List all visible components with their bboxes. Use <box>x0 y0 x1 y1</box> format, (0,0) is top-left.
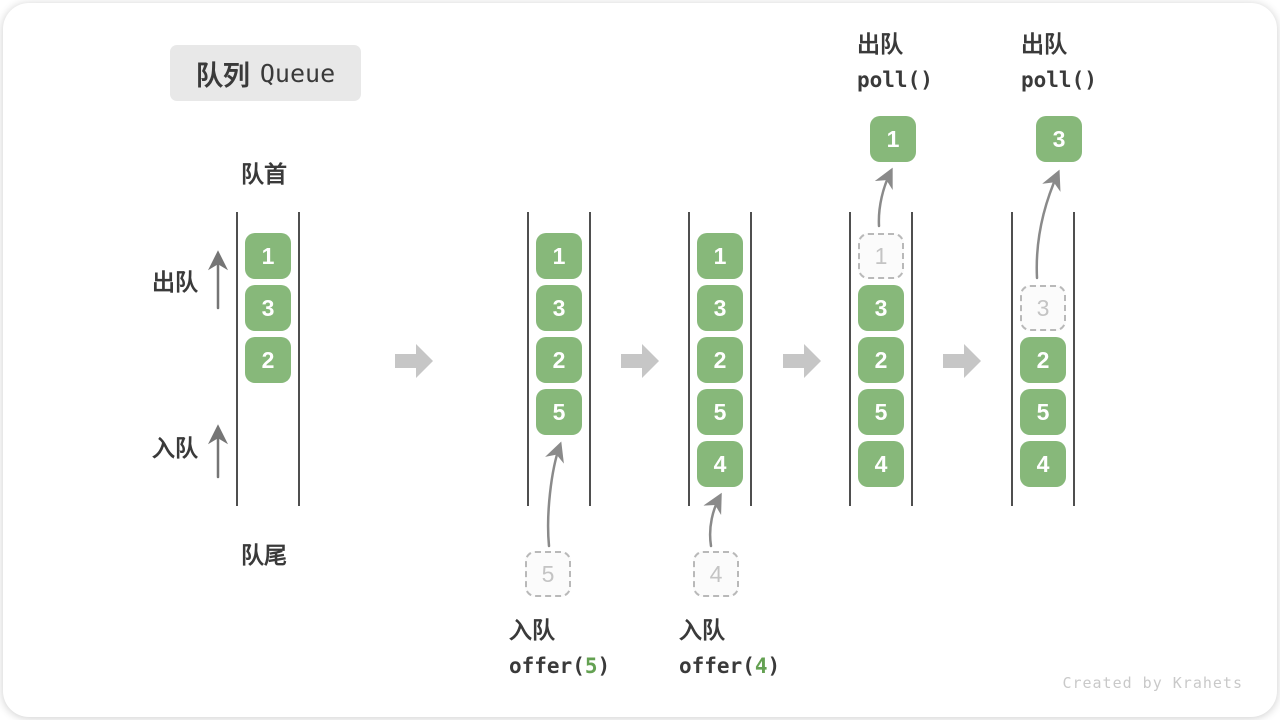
enqueue-label: 入队 <box>152 435 198 461</box>
queue-cell-ghost: 3 <box>1020 285 1066 331</box>
queue-cell: 4 <box>697 441 743 487</box>
offer5-caption: 入队 offer(5) <box>509 612 610 684</box>
poll3-caption-zh: 出队 <box>1021 31 1067 57</box>
queue-cell: 3 <box>536 285 582 331</box>
poll1-caption-code: poll() <box>857 68 933 92</box>
poll1-caption: 出队 poll() <box>857 26 933 98</box>
queue-cell: 2 <box>697 337 743 383</box>
queue-cell: 2 <box>245 337 291 383</box>
title-box: 队列 Queue <box>170 45 361 101</box>
offer5-caption-code: offer(5) <box>509 654 611 678</box>
watermark: Created by Krahets <box>1062 674 1243 692</box>
poll3-caption-code: poll() <box>1021 68 1097 92</box>
offer5-caption-zh: 入队 <box>509 617 555 643</box>
title-zh: 队列 <box>195 60 250 91</box>
poll1-caption-zh: 出队 <box>857 31 903 57</box>
title-en: Queue <box>259 58 336 88</box>
queue-front-label: 队首 <box>241 161 287 187</box>
incoming-cell-ghost: 5 <box>525 551 571 597</box>
queue-cell: 4 <box>858 441 904 487</box>
incoming-cell-ghost: 4 <box>693 551 739 597</box>
offer4-caption-zh: 入队 <box>679 617 725 643</box>
queue-cell: 5 <box>536 389 582 435</box>
queue-cell: 3 <box>697 285 743 331</box>
queue-cell: 5 <box>697 389 743 435</box>
queue-cell-ghost: 1 <box>858 233 904 279</box>
offer4-caption: 入队 offer(4) <box>679 612 780 684</box>
queue-cell: 2 <box>536 337 582 383</box>
diagram-card <box>3 3 1277 717</box>
poll3-caption: 出队 poll() <box>1021 26 1097 98</box>
queue-cell: 1 <box>245 233 291 279</box>
dequeue-label: 出队 <box>152 269 198 295</box>
queue-cell: 3 <box>858 285 904 331</box>
queue-cell: 3 <box>245 285 291 331</box>
polled-cell: 3 <box>1036 116 1082 162</box>
queue-cell: 1 <box>697 233 743 279</box>
queue-cell: 5 <box>858 389 904 435</box>
queue-cell: 1 <box>536 233 582 279</box>
queue-cell: 4 <box>1020 441 1066 487</box>
queue-cell: 2 <box>858 337 904 383</box>
queue-rear-label: 队尾 <box>241 542 287 568</box>
polled-cell: 1 <box>870 116 916 162</box>
queue-cell: 2 <box>1020 337 1066 383</box>
offer4-caption-code: offer(4) <box>679 654 781 678</box>
queue-cell: 5 <box>1020 389 1066 435</box>
